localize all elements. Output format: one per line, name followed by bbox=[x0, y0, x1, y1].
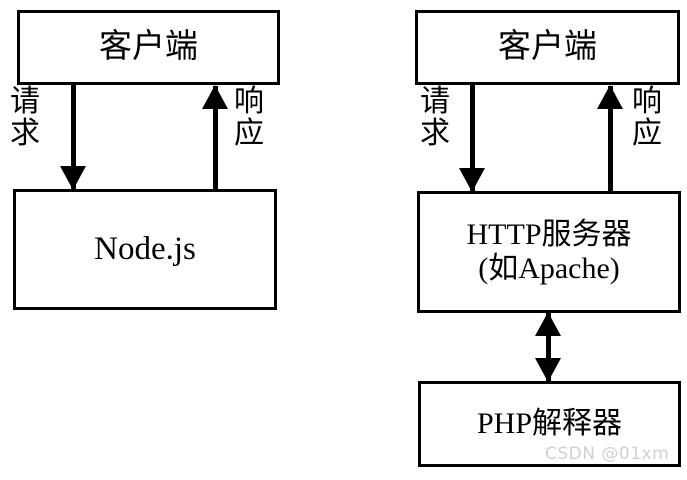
request-label-right-char1: 请 bbox=[420, 85, 450, 118]
arrow-shaft bbox=[607, 86, 613, 191]
arrow-shaft bbox=[70, 85, 76, 189]
nodejs-box: Node.js bbox=[13, 189, 277, 310]
client-box-right: 客户端 bbox=[415, 10, 680, 85]
arrow-head-up bbox=[597, 85, 623, 109]
request-label-left-char2: 求 bbox=[10, 116, 40, 150]
arrow-head-down bbox=[459, 168, 485, 192]
watermark: CSDN @01xm bbox=[545, 444, 670, 464]
request-label-right-char2: 求 bbox=[420, 116, 450, 150]
request-label-right: 请 求 bbox=[418, 86, 452, 149]
client-box-left: 客户端 bbox=[17, 10, 280, 85]
arrow-head-up bbox=[202, 85, 228, 109]
arrow-shaft bbox=[469, 85, 475, 191]
arrow-head-down bbox=[535, 358, 561, 382]
response-label-right-char2: 应 bbox=[632, 116, 662, 150]
response-label-left-char2: 应 bbox=[234, 116, 264, 150]
client-box-left-label: 客户端 bbox=[99, 29, 198, 66]
php-interpreter-box-label: PHP解释器 bbox=[476, 407, 623, 441]
request-label-left-char1: 请 bbox=[10, 85, 40, 118]
arrow-shaft bbox=[545, 313, 551, 381]
client-box-right-label: 客户端 bbox=[498, 29, 597, 66]
arrow-shaft bbox=[212, 86, 218, 189]
response-label-left-char1: 响 bbox=[234, 85, 264, 118]
response-label-right: 响 应 bbox=[630, 86, 664, 149]
http-server-box: HTTP服务器 (如Apache) bbox=[417, 191, 681, 313]
response-label-left: 响 应 bbox=[232, 86, 266, 149]
arrow-head-down bbox=[60, 166, 86, 190]
response-label-right-char1: 响 bbox=[632, 85, 662, 118]
php-interpreter-box: PHP解释器 bbox=[418, 381, 681, 467]
request-label-left: 请 求 bbox=[8, 86, 42, 149]
arrow-head-up bbox=[535, 312, 561, 336]
http-server-box-label-line1: HTTP服务器 bbox=[466, 218, 632, 252]
nodejs-box-label: Node.js bbox=[94, 231, 196, 268]
http-server-box-label-line2: (如Apache) bbox=[478, 252, 620, 285]
